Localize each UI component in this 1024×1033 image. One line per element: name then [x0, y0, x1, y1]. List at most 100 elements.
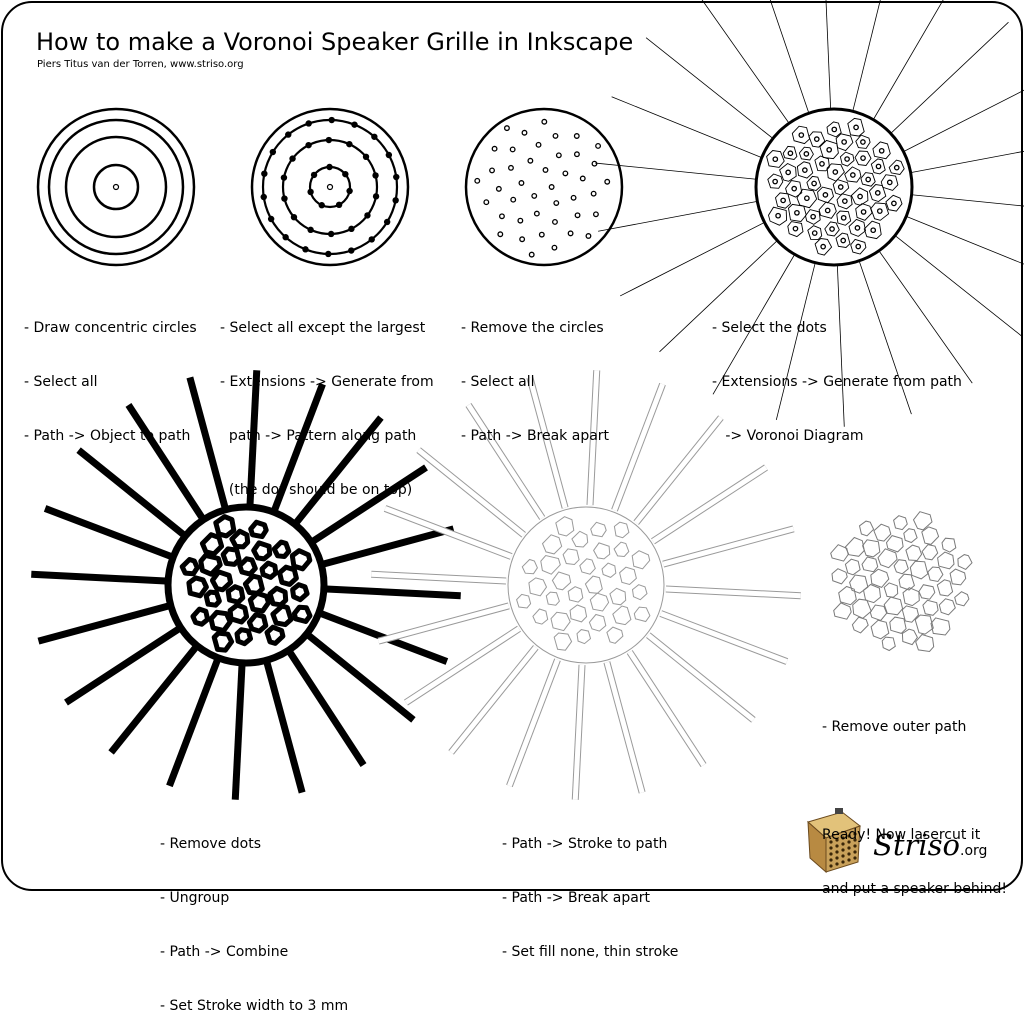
final-cell [922, 599, 939, 616]
ring-dot [342, 170, 349, 178]
thick-spoke [292, 415, 384, 527]
seed-dot [840, 214, 847, 221]
box-hole [841, 842, 845, 846]
scatter-dot [567, 230, 574, 237]
center-dot [112, 183, 120, 191]
seed-dot [893, 164, 900, 171]
outline-spoke-inner [659, 611, 788, 664]
final-cell [858, 520, 875, 537]
thick-spoke [108, 643, 200, 755]
box-hole [847, 852, 851, 856]
outline-spoke-inner [572, 664, 585, 800]
scatter-dot [553, 200, 560, 206]
voronoi-spoke [878, 250, 973, 384]
seed-dot [841, 139, 847, 145]
thick-spoke [304, 631, 416, 723]
outline-cell [589, 592, 610, 612]
scatter-dot [542, 167, 549, 173]
box-hole [835, 856, 839, 860]
thick-cell [248, 519, 269, 540]
step-6-instructions: - Path -> Stroke to path - Path -> Break… [502, 799, 678, 979]
step-1-line: - Select all [24, 374, 98, 390]
ring-dot [392, 197, 399, 204]
voronoi-cell [814, 238, 833, 256]
final-cell [851, 616, 869, 634]
scatter-dot [521, 129, 528, 136]
step-4-line: -> Voronoi Diagram [712, 428, 864, 444]
thick-cell [208, 609, 233, 634]
final-cell [912, 511, 933, 531]
voronoi-cell [855, 134, 871, 149]
final-cell [873, 523, 892, 542]
scatter-dot [591, 160, 598, 167]
voronoi-cell [807, 225, 823, 241]
thick-cell [213, 514, 237, 539]
seed-dot [874, 190, 881, 196]
seed-dot [802, 167, 808, 173]
voronoi-cell [860, 172, 876, 187]
final-cell [870, 568, 890, 588]
outline-cell [606, 626, 624, 644]
voronoi-cell [768, 206, 788, 226]
outline-cell [553, 632, 573, 651]
ring [92, 163, 140, 211]
outline-cell [541, 534, 563, 555]
outline-spoke-inner [604, 661, 645, 794]
voronoi-cell [814, 155, 830, 172]
thick-cell [227, 602, 250, 625]
scatter-dot [491, 145, 498, 152]
scatter-dot [495, 185, 502, 192]
ring-dot [368, 236, 375, 243]
ring-dot [348, 247, 355, 254]
final-cell [893, 515, 908, 531]
step-5-instructions: - Remove dots - Ungroup - Path -> Combin… [160, 799, 348, 1033]
voronoi-spoke [712, 254, 796, 395]
outline-cell [540, 554, 561, 575]
seed-dot [829, 226, 835, 232]
thick-spoke [43, 505, 175, 561]
final-cell [927, 566, 944, 583]
seed-dot [787, 150, 794, 157]
author-line: Piers Titus van der Torren, www.striso.o… [37, 59, 244, 70]
step-3-instructions: - Remove the circles - Select all - Path… [461, 283, 609, 463]
voronoi-cell [766, 150, 785, 168]
seed-dot [844, 156, 850, 162]
thick-spoke [31, 570, 169, 585]
concentric-circles-figure [36, 107, 196, 267]
voronoi-cell [850, 238, 867, 255]
ring-dot [372, 172, 379, 179]
outline-cell [609, 587, 627, 606]
ring-dot [383, 218, 391, 226]
step-5-line: - Remove dots [160, 836, 262, 852]
outline-cell [571, 530, 589, 548]
final-cell [930, 617, 951, 636]
seed-dot [860, 155, 866, 161]
voronoi-cell [818, 201, 837, 219]
outline-cell [532, 608, 549, 625]
ring-dot [364, 212, 371, 219]
outline-cell [579, 558, 596, 575]
ring-dot [318, 202, 325, 209]
thick-cell [203, 589, 222, 608]
box-hole [841, 860, 845, 864]
outline-cell [590, 521, 607, 538]
voronoi-cell [854, 150, 872, 166]
scatter-dot [497, 231, 504, 238]
step-6-line: - Set fill none, thin stroke [502, 944, 679, 960]
thick-spoke [231, 662, 246, 800]
ring-dot [335, 201, 343, 209]
thick-spoke [64, 624, 183, 706]
seed-dot [878, 147, 885, 154]
outline-cell [576, 629, 592, 645]
step-4-line: - Extensions -> Generate from path [712, 374, 962, 390]
ring-dot [289, 155, 296, 162]
outline-cell [612, 605, 632, 626]
ring-dot [282, 234, 289, 241]
voronoi-spoke [769, 0, 810, 114]
voronoi-cell [855, 203, 873, 221]
final-cell [883, 596, 904, 616]
box-hole [847, 840, 851, 844]
outline-spoke-inner [377, 603, 510, 644]
scatter-dot [552, 218, 558, 225]
ring-dot [326, 163, 333, 171]
